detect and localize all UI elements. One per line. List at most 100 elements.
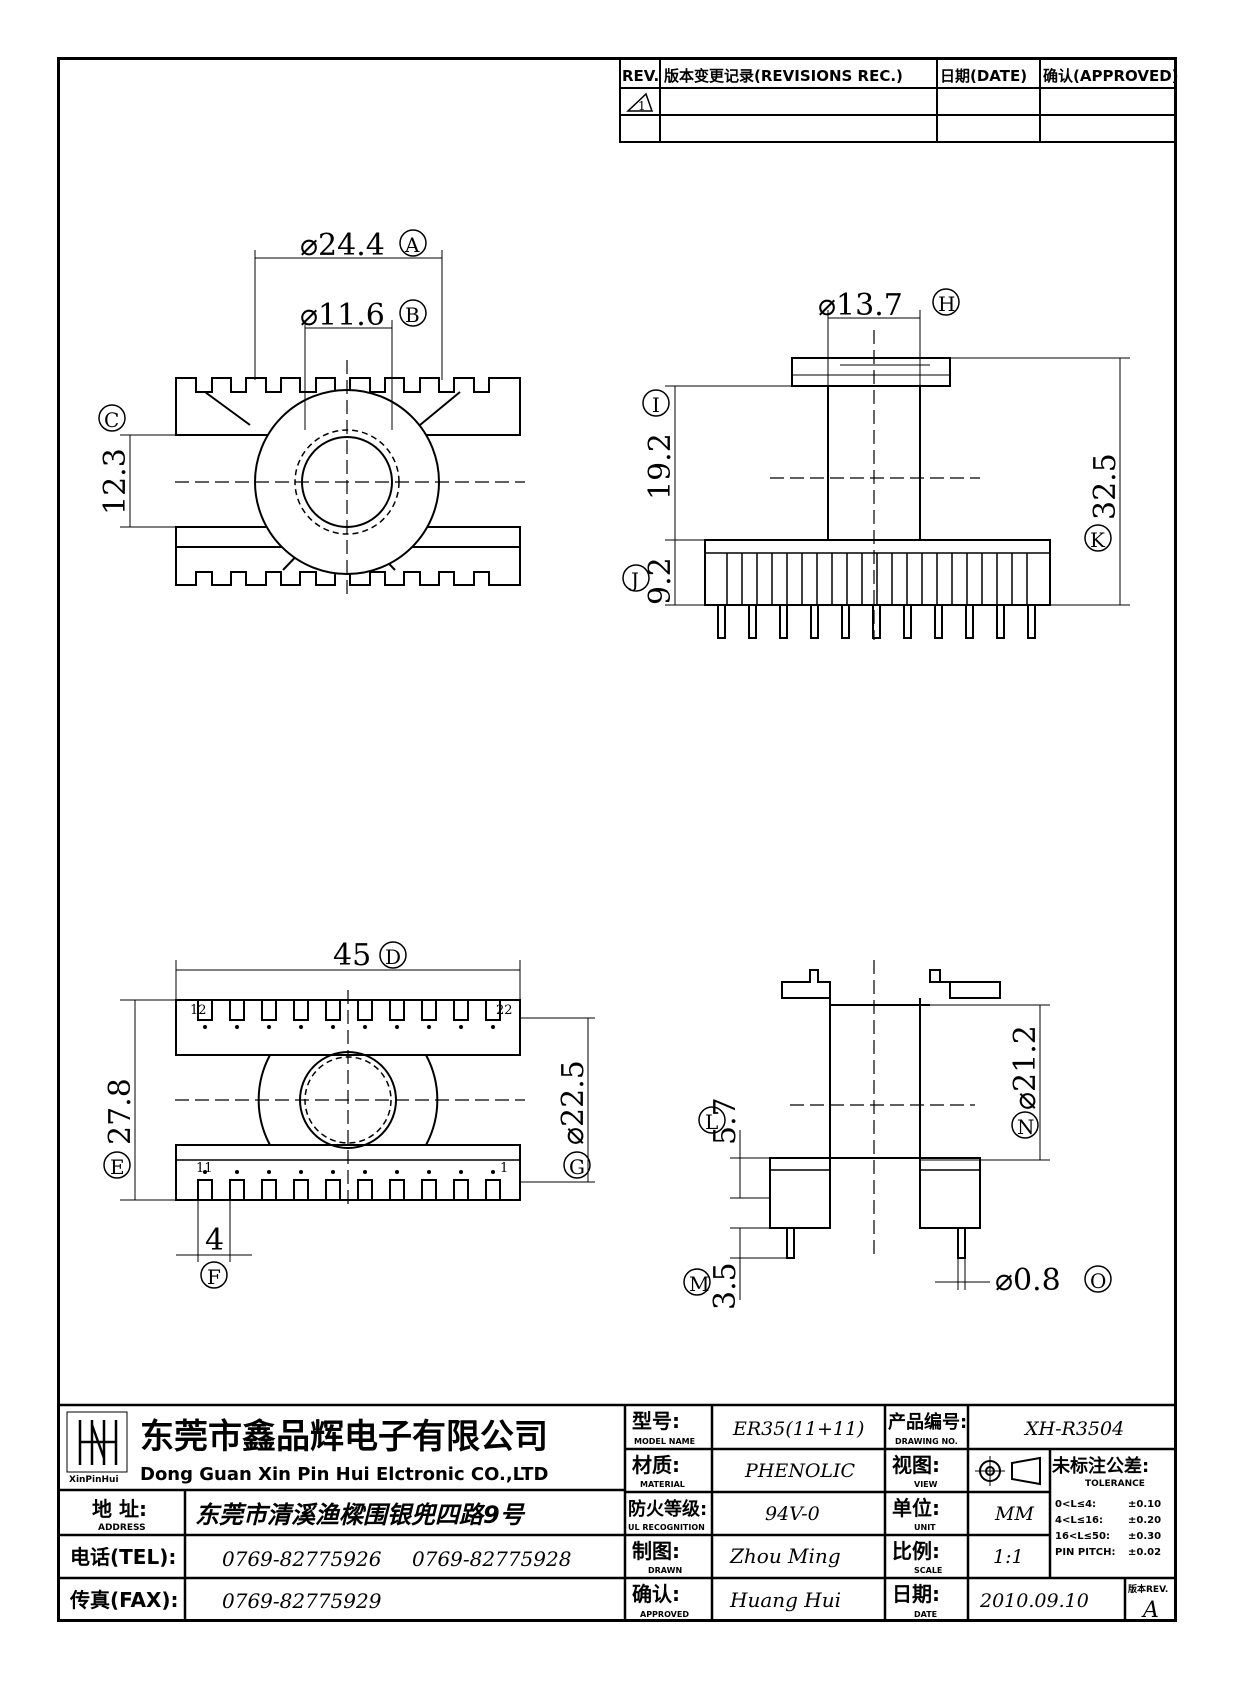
revision-triangle-icon <box>626 92 654 112</box>
dim-k-tag <box>1084 524 1112 552</box>
dim-h-value: ⌀13.7 <box>818 288 903 323</box>
dim-k-value: 32.5 <box>1088 453 1123 520</box>
dim-j-tag <box>622 564 650 592</box>
tolerance-range-2: 4<L≤16: <box>1055 1515 1103 1526</box>
view-bottom-right <box>730 960 1050 1300</box>
dim-o-tag <box>1084 1265 1112 1293</box>
view-top-left <box>120 250 525 600</box>
drawn-value: Zhou Ming <box>729 1544 841 1568</box>
dim-o-value: ⌀0.8 <box>995 1263 1061 1298</box>
date-value: 2010.09.10 <box>979 1590 1089 1612</box>
company-name-en: Dong Guan Xin Pin Hui Elctronic CO.,LTD <box>140 1464 548 1485</box>
dim-e-tag-letter: E <box>110 1155 125 1179</box>
dim-e-tag <box>103 1151 131 1179</box>
dim-d-value: 45 <box>333 938 371 973</box>
rev-value: A <box>1141 1598 1159 1623</box>
approved-value: Huang Hui <box>729 1588 841 1612</box>
dim-n-tag <box>1011 1111 1039 1139</box>
tolerance-label-en: TOLERANCE <box>1085 1479 1145 1489</box>
dim-i-tag <box>642 389 670 417</box>
dim-b-tag-letter: B <box>405 303 420 327</box>
material-label: 材质: <box>632 1453 680 1477</box>
dim-m-tag <box>683 1268 711 1296</box>
tolerance-value-3: ±0.30 <box>1128 1531 1161 1542</box>
dim-a-value: ⌀24.4 <box>300 228 385 263</box>
dim-c-value: 12.3 <box>98 448 133 515</box>
tolerance-range-3: 16<L≤50: <box>1055 1531 1110 1542</box>
dim-b-value: ⌀11.6 <box>300 298 385 333</box>
dim-i-value: 19.2 <box>643 433 678 500</box>
drawn-label-en: DRAWN <box>648 1566 682 1575</box>
ul-label-en: UL RECOGNITION <box>628 1523 705 1532</box>
tolerance-value-4: ±0.02 <box>1128 1547 1161 1558</box>
material-value: PHENOLIC <box>744 1460 856 1482</box>
dim-n-value: ⌀21.2 <box>1008 1025 1043 1110</box>
drawing-frame <box>57 57 1177 1622</box>
model-label: 型号: <box>632 1409 680 1433</box>
dim-i-tag-letter: I <box>652 393 660 417</box>
dim-f-tag-letter: F <box>207 1265 221 1289</box>
pin-label-11: 11 <box>196 1161 213 1176</box>
tolerance-value-1: ±0.10 <box>1128 1499 1161 1510</box>
pin-label-1: 1 <box>500 1161 508 1176</box>
dim-j-value: 9.2 <box>643 557 678 605</box>
dim-l-tag <box>698 1106 726 1134</box>
dim-m-value: 3.5 <box>708 1262 743 1310</box>
rev-label: 版本REV. <box>1127 1583 1168 1595</box>
unit-value: MM <box>994 1503 1034 1525</box>
logo-text: XinPinHui <box>69 1475 119 1485</box>
unit-label-en: UNIT <box>914 1523 936 1532</box>
dim-k-tag-letter: K <box>1090 528 1106 552</box>
dim-h-tag <box>932 288 960 316</box>
dim-a-tag <box>399 229 427 257</box>
dim-l-value: 5.7 <box>708 1097 743 1145</box>
drawn-label: 制图: <box>632 1539 680 1563</box>
pin-label-22: 22 <box>496 1003 513 1018</box>
dim-m-tag-letter: M <box>689 1272 709 1296</box>
dim-c-tag-letter: C <box>104 408 119 432</box>
date-label: 日期: <box>892 1582 940 1606</box>
dim-g-tag-letter: G <box>569 1155 585 1179</box>
dim-g-tag <box>563 1151 591 1179</box>
drawing-no-label-en: DRAWING NO. <box>895 1437 958 1446</box>
dim-d-tag-letter: D <box>385 945 401 969</box>
dim-f-tag <box>200 1261 228 1289</box>
dim-d-tag <box>379 941 407 969</box>
fax-label: 传真(FAX): <box>69 1588 179 1612</box>
dim-a-tag-letter: A <box>404 233 420 257</box>
address-label-en: ADDRESS <box>98 1523 146 1533</box>
unit-label: 单位: <box>892 1496 940 1520</box>
dim-l-tag-letter: L <box>705 1110 718 1134</box>
dim-c-tag <box>98 404 126 432</box>
approved-label: 确认: <box>632 1582 680 1606</box>
rev-symbol: 1 <box>638 99 646 113</box>
tel-1: 0769-82775926 <box>222 1547 382 1571</box>
dim-b-tag <box>399 299 427 327</box>
dim-n-tag-letter: N <box>1017 1115 1035 1139</box>
dim-o-tag-letter: O <box>1090 1269 1106 1293</box>
scale-label-en: SCALE <box>914 1566 942 1575</box>
company-logo <box>66 1411 128 1473</box>
tolerance-label: 未标注公差: <box>1052 1455 1149 1477</box>
dim-f-value: 4 <box>205 1223 224 1258</box>
ul-value: 94V-0 <box>765 1503 820 1525</box>
date-label-en: DATE <box>914 1610 937 1619</box>
projection-symbol-icon <box>975 1456 1041 1486</box>
tolerance-range-1: 0<L≤4: <box>1055 1499 1096 1510</box>
tolerance-value-2: ±0.20 <box>1128 1515 1161 1526</box>
view-label-en: VIEW <box>914 1480 938 1489</box>
fax-value: 0769-82775929 <box>222 1589 382 1613</box>
rev-header: REV. <box>622 67 659 85</box>
view-top-right <box>665 310 1130 640</box>
model-value: ER35(11+11) <box>732 1418 864 1440</box>
dim-e-value: 27.8 <box>103 1078 138 1145</box>
drawing-no-value: XH-R3504 <box>1023 1418 1124 1440</box>
ul-label: 防火等级: <box>628 1498 707 1520</box>
approved-header: 确认(APPROVED) <box>1043 67 1179 85</box>
revisions-header: 版本变更记录(REVISIONS REC.) <box>664 67 903 85</box>
scale-value: 1:1 <box>993 1546 1024 1568</box>
pin-label-12: 12 <box>190 1003 207 1018</box>
scale-label: 比例: <box>892 1539 940 1563</box>
address-label: 地 址: <box>92 1497 147 1521</box>
